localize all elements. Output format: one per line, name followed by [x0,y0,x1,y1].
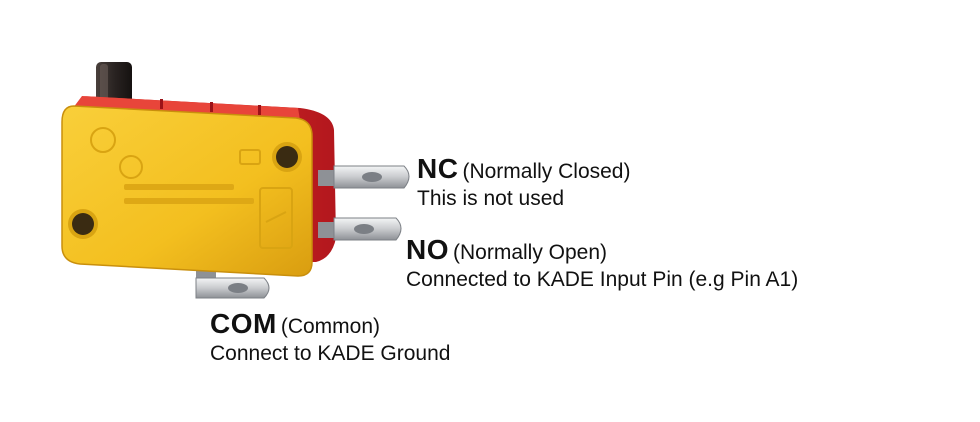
com-full-name: (Common) [281,315,380,338]
switch-body [62,106,312,276]
no-full-name: (Normally Open) [453,241,607,264]
no-description: Connected to KADE Input Pin (e.g Pin A1) [406,268,798,292]
com-code: COM [210,308,277,339]
com-title-line: COM(Common) [210,308,450,340]
nc-description: This is not used [417,187,630,211]
no-code: NO [406,234,449,265]
nc-code: NC [417,153,458,184]
com-description: Connect to KADE Ground [210,342,450,366]
nc-title-line: NC(Normally Closed) [417,153,630,185]
no-title-line: NO(Normally Open) [406,234,798,266]
com-label: COM(Common) Connect to KADE Ground [210,308,450,366]
no-label: NO(Normally Open) Connected to KADE Inpu… [406,234,798,292]
nc-full-name: (Normally Closed) [462,160,630,183]
nc-label: NC(Normally Closed) This is not used [417,153,630,211]
